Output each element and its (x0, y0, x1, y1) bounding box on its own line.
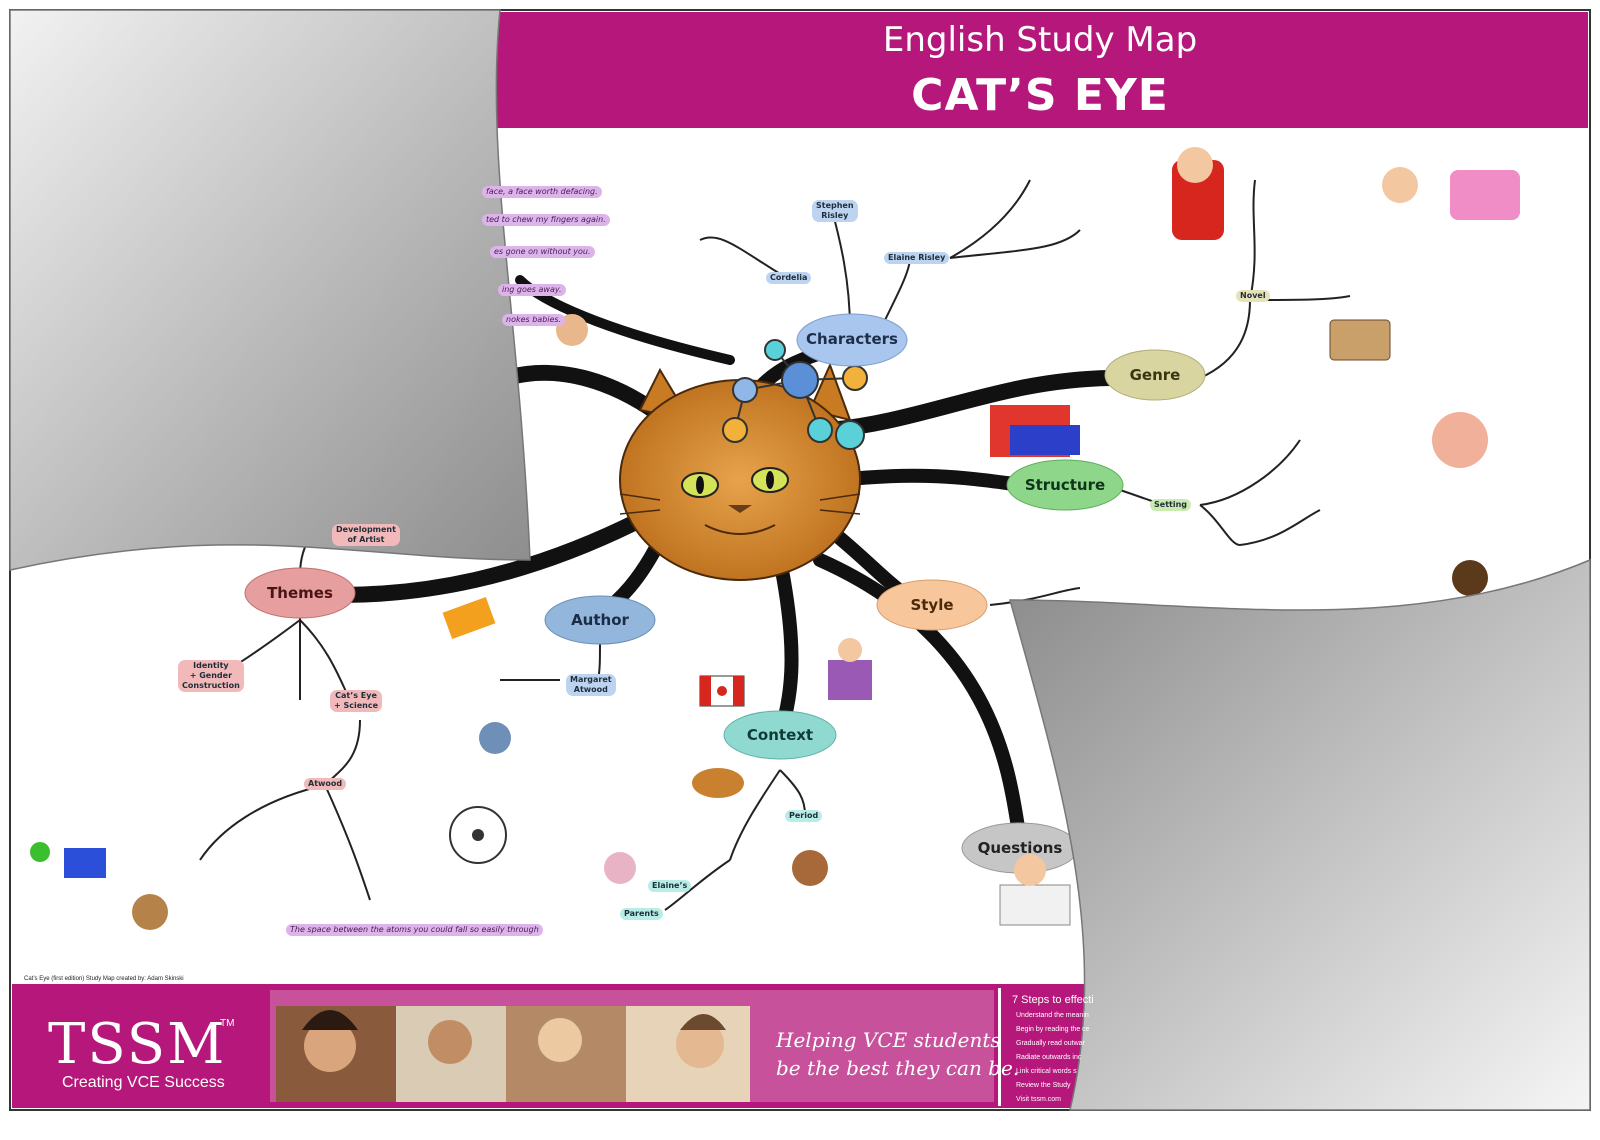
node-cordelia: Cordelia (766, 272, 812, 284)
step-item: Review the Study (1016, 1082, 1071, 1089)
step-item: Radiate outwards inc (1016, 1054, 1082, 1061)
node-elaine-risley: Elaine Risley (884, 252, 950, 264)
map-credit: Cat’s Eye (first edition) Study Map crea… (24, 976, 184, 982)
tssm-trademark: TM (220, 1018, 235, 1029)
node-parents: Parents (620, 908, 663, 920)
tssm-logo: TSSM (48, 1012, 227, 1077)
branch-context: Context (746, 726, 814, 744)
node-stephen-risley: Stephen Risley (812, 200, 858, 222)
helping-slogan: Helping VCE students be the best they ca… (776, 1026, 1019, 1082)
node-science: Cat’s Eye + Science (330, 690, 383, 712)
steps-title: 7 Steps to effecti (1012, 994, 1094, 1006)
node-margaret-atwood: Margaret Atwood (566, 674, 616, 696)
branch-genre: Genre (1129, 366, 1181, 384)
branch-structure: Structure (1024, 476, 1106, 494)
branch-characters: Characters (806, 330, 898, 348)
node-novel-genre: Novel (1236, 290, 1270, 302)
node-artist: Development of Artist (332, 524, 400, 546)
helping-line-2: be the best they can be. (776, 1056, 1020, 1080)
page-curl-bottom-right (1009, 558, 1591, 1111)
tssm-tagline: Creating VCE Success (62, 1074, 225, 1091)
node-elaines: Elaine’s (648, 880, 692, 892)
branch-bubbles (244, 313, 1206, 874)
quote-5: nokes babies. (502, 314, 566, 326)
header-subtitle: English Study Map (882, 20, 1198, 60)
header-band (490, 12, 1588, 128)
clipart-illustrations (30, 147, 1520, 930)
students-photo (276, 1006, 750, 1102)
branch-style: Style (910, 596, 954, 614)
branch-questions: Questions (977, 839, 1063, 857)
step-item: Gradually read outwar (1016, 1040, 1085, 1047)
page-curl-top-left (9, 9, 531, 571)
node-identity: Identity + Gender Construction (178, 660, 244, 692)
helping-line-1: Helping VCE students (776, 1028, 1001, 1052)
quote-1: face, a face worth defacing. (482, 186, 602, 198)
header-title: CAT’S EYE (911, 70, 1169, 121)
branch-author: Author (571, 611, 629, 629)
cat-illustration (619, 362, 861, 581)
node-atwood: Atwood (304, 778, 347, 790)
quote-6: The space between the atoms you could fa… (286, 924, 543, 936)
node-period: Period (785, 810, 823, 822)
node-setting: Setting (1150, 499, 1191, 511)
step-item: Understand the meanin (1016, 1012, 1089, 1019)
step-item: Begin by reading the ce (1016, 1026, 1090, 1033)
quote-3: es gone on without you. (490, 246, 595, 258)
quote-2: ted to chew my fingers again. (482, 214, 610, 226)
step-item: Link critical words s (1016, 1068, 1077, 1075)
step-item: Visit tssm.com (1016, 1096, 1061, 1103)
molecule-illustration (722, 339, 868, 450)
quote-4: ing goes away. (498, 284, 566, 296)
branch-themes: Themes (267, 584, 333, 602)
